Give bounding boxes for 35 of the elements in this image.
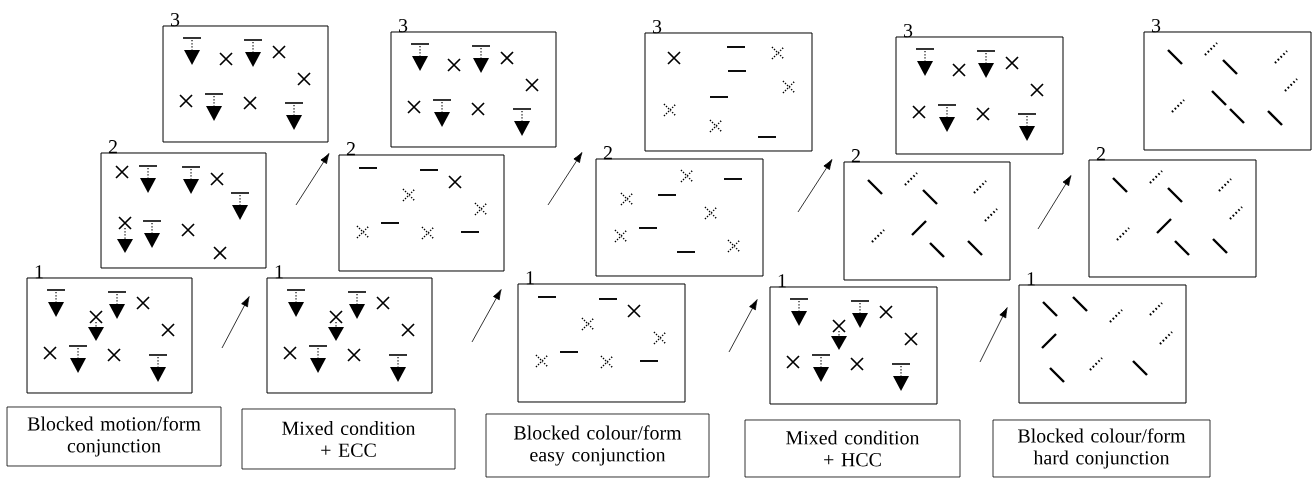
display-panel (1088, 159, 1257, 278)
panel-number: 3 (399, 18, 408, 33)
condition-box: Blocked motion/form conjunction (6, 406, 222, 467)
condition-box: Mixed condition + ECC (241, 408, 456, 470)
panel-number: 1 (526, 271, 534, 285)
condition-box: Blocked colour/form easy conjunction (485, 413, 710, 478)
display-panel (644, 32, 813, 152)
display-panel (100, 152, 267, 269)
display-panel (390, 31, 557, 148)
panel-number: 3 (171, 12, 180, 27)
display-panel (769, 286, 938, 405)
panel-number: 2 (851, 149, 860, 163)
panel-number: 2 (108, 140, 117, 154)
panel-number: 3 (653, 19, 662, 34)
display-panel (162, 25, 329, 143)
condition-box: Blocked colour/form hard conjunction (992, 419, 1211, 478)
display-panel (895, 36, 1064, 155)
display-panel (26, 277, 193, 394)
panel-number: 1 (35, 265, 43, 279)
panel-number: 1 (778, 274, 786, 288)
panel-number: 2 (603, 146, 612, 160)
panel-number: 1 (275, 265, 283, 279)
panel-number: 2 (1096, 147, 1105, 161)
display-panel (338, 154, 505, 272)
display-panel (1143, 31, 1312, 151)
panel-number: 2 (346, 142, 355, 156)
display-panel (517, 283, 686, 403)
display-panel (1018, 284, 1187, 404)
panel-number: 1 (1027, 272, 1035, 286)
display-panel (843, 161, 1011, 281)
panel-number: 3 (1152, 18, 1161, 33)
condition-box: Mixed condition + HCC (744, 419, 961, 478)
display-panel (266, 277, 433, 394)
display-panel (595, 158, 764, 277)
panel-number: 3 (904, 23, 913, 38)
